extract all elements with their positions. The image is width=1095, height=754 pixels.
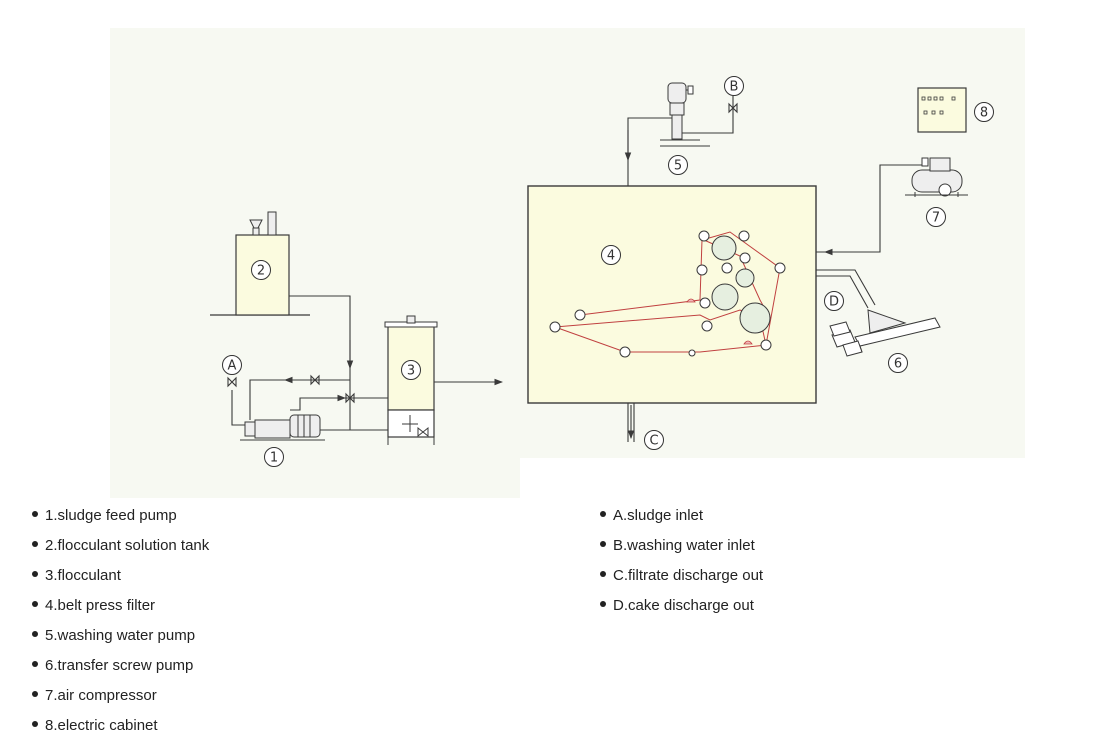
bullet-icon <box>600 601 606 608</box>
bullet-icon <box>32 571 38 578</box>
flocculant-tank <box>384 315 438 445</box>
bullet-icon <box>32 511 38 518</box>
legend-item: 4.belt press filter <box>32 596 209 626</box>
legend-item: C.filtrate discharge out <box>600 566 763 596</box>
legend-item: 7.air compressor <box>32 686 209 716</box>
svg-text:B: B <box>730 80 739 95</box>
legend-item-label: 5.washing water pump <box>45 627 196 644</box>
electric-cabinet <box>917 87 967 133</box>
marker-3: 3 <box>401 360 421 380</box>
svg-text:C: C <box>649 434 658 449</box>
bullet-icon <box>600 511 606 518</box>
bullet-icon <box>600 571 606 578</box>
marker-B: B <box>724 76 744 96</box>
legend-item: A.sludge inlet <box>600 506 763 536</box>
legend-item: 8.electric cabinet <box>32 716 209 746</box>
marker-A: A <box>222 355 242 375</box>
legend-item-label: 6.transfer screw pump <box>45 657 194 674</box>
svg-text:3: 3 <box>407 364 415 379</box>
legend-item-label: D.cake discharge out <box>613 597 754 614</box>
transfer-screw-pump <box>829 309 941 357</box>
legend-flow-list: A.sludge inlet B.washing water inlet C.f… <box>600 506 763 626</box>
svg-text:1: 1 <box>270 451 278 466</box>
legend-item-label: 8.electric cabinet <box>45 717 158 734</box>
legend-equipment-list: 1.sludge feed pump 2.flocculant solution… <box>32 506 209 746</box>
legend-item: 6.transfer screw pump <box>32 656 209 686</box>
piping-left <box>227 295 504 431</box>
marker-7: 7 <box>926 207 946 227</box>
svg-text:8: 8 <box>980 106 988 121</box>
svg-text:D: D <box>829 295 839 310</box>
bullet-icon <box>32 631 38 638</box>
marker-5: 5 <box>668 155 688 175</box>
svg-text:A: A <box>228 359 237 374</box>
legend-item: D.cake discharge out <box>600 596 763 626</box>
legend-item: 2.flocculant solution tank <box>32 536 209 566</box>
legend-item-label: 7.air compressor <box>45 687 157 704</box>
piping-right <box>627 164 922 442</box>
legend-item-label: 4.belt press filter <box>45 597 156 614</box>
bullet-icon <box>32 691 38 698</box>
legend-item: 1.sludge feed pump <box>32 506 209 536</box>
marker-C: C <box>644 430 664 450</box>
legend-item: 3.flocculant <box>32 566 209 596</box>
svg-text:2: 2 <box>257 264 265 279</box>
bullet-icon <box>600 541 606 548</box>
bullet-icon <box>32 661 38 668</box>
legend-item-label: 2.flocculant solution tank <box>45 537 210 554</box>
legend-item-label: A.sludge inlet <box>613 507 704 524</box>
svg-text:5: 5 <box>674 159 682 174</box>
legend-item-label: 1.sludge feed pump <box>45 507 177 524</box>
process-flow-diagram: 1 2 3 4 5 6 7 8 A B C D <box>110 28 1025 498</box>
rollers <box>549 230 786 358</box>
belt-press-filter <box>527 185 817 404</box>
marker-8: 8 <box>974 102 994 122</box>
marker-6: 6 <box>888 353 908 373</box>
marker-1: 1 <box>264 447 284 467</box>
legend-item-label: C.filtrate discharge out <box>613 567 764 584</box>
legend-item-label: 3.flocculant <box>45 567 121 584</box>
bullet-icon <box>32 721 38 728</box>
svg-text:6: 6 <box>894 357 902 372</box>
marker-4: 4 <box>601 245 621 265</box>
bullet-icon <box>32 541 38 548</box>
svg-text:4: 4 <box>607 249 615 264</box>
legend-item: 5.washing water pump <box>32 626 209 656</box>
piping-top <box>624 96 738 186</box>
bullet-icon <box>32 601 38 608</box>
legend-item-label: B.washing water inlet <box>613 537 755 554</box>
sludge-feed-pump <box>240 414 325 441</box>
legend-item: B.washing water inlet <box>600 536 763 566</box>
air-compressor <box>905 157 968 197</box>
marker-2: 2 <box>251 260 271 280</box>
washing-water-pump <box>660 82 710 147</box>
svg-text:7: 7 <box>932 211 940 226</box>
marker-D: D <box>824 291 844 311</box>
